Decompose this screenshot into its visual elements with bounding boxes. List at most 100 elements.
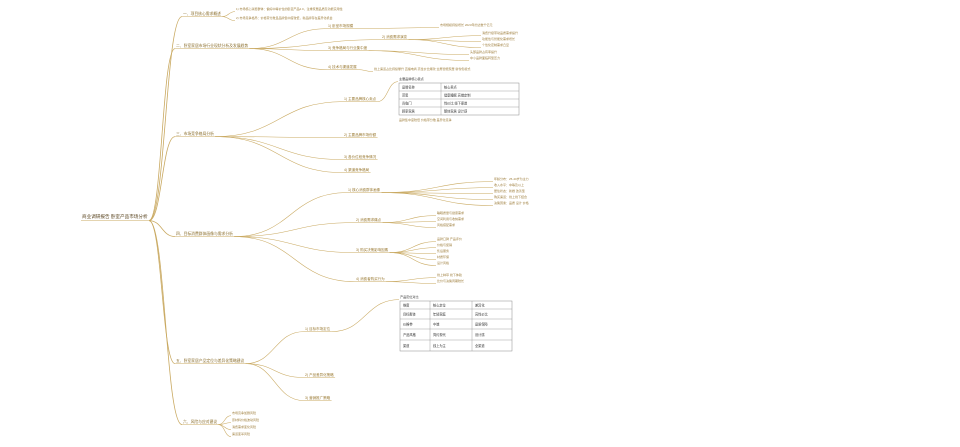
section-4-sub-2[interactable]: 2) 消费需求痛点 xyxy=(356,217,382,222)
connector-line xyxy=(245,363,305,378)
section-2-sub-1[interactable]: 1) 卧室市场规模 xyxy=(328,23,354,28)
section-4-sub-4[interactable]: 4) 消费者购买行为 xyxy=(356,276,385,281)
section-2-sub-2-leaf-1: 消费升级带动品质需求提升 xyxy=(482,30,518,35)
section-2-sub-4-leaf-1: 线上渠道占比持续攀升 直播电商 高性价比爆款 全屋智能家居 新零售模式 xyxy=(374,66,470,71)
section-3-sub-2[interactable]: 2) 主要品牌市场份额 xyxy=(344,132,377,137)
connector-line xyxy=(234,222,356,237)
connector-layer xyxy=(81,11,494,437)
connector-line xyxy=(249,39,382,49)
section-4-sub-3-leaf: 品牌口碑 产品评价 xyxy=(437,236,462,241)
section-4-sub-1[interactable]: 1) 核心消费群体画像 xyxy=(348,187,381,192)
section-5-table: 产品定位对比 维度 核心定位 差异化 目标群体 年轻家庭 高性价比 价格带 中端… xyxy=(399,294,513,352)
connector-line xyxy=(386,281,437,284)
section-5-sub-3[interactable]: 3) 营销推广策略 xyxy=(305,395,331,400)
connector-line xyxy=(215,136,344,138)
connector-line xyxy=(148,220,176,237)
section-5-sub-1[interactable]: 1) 目标市场定位 xyxy=(305,326,331,331)
connector-line xyxy=(249,28,328,49)
connector-line xyxy=(377,81,399,102)
connector-line xyxy=(215,101,344,137)
section-3-table-cell: 喜临门 xyxy=(402,101,412,106)
section-5-table-header-1: 维度 xyxy=(403,303,410,308)
section-2-sub-2[interactable]: 2) 消费需求演变 xyxy=(382,34,408,39)
section-5-table-cell: 简约现代 xyxy=(433,332,447,337)
connector-line xyxy=(389,241,437,253)
section-6-leaf-4: 渠道变革风险 xyxy=(232,431,250,436)
connector-line xyxy=(222,16,236,21)
section-3-sub-1[interactable]: 1) 主要品牌核心卖点 xyxy=(344,96,377,101)
section-3-table-cell: 整体家居 设计感 xyxy=(444,109,468,114)
section-5-sub-2[interactable]: 2) 产品差异化策略 xyxy=(305,372,334,377)
connector-line xyxy=(218,424,232,437)
section-5-table-cell: 品质保障 xyxy=(475,322,489,327)
section-4-label[interactable]: 四、目标消费群体画像与需求分析 xyxy=(176,231,233,236)
section-6-leaf-1: 市场竞争加剧风险 xyxy=(232,410,256,415)
section-5-table-cell: 设计感 xyxy=(475,332,485,337)
section-4-sub-4-leaf: 线上种草 线下体验 xyxy=(437,272,462,277)
connector-line xyxy=(368,50,470,61)
section-4-sub-1-leaf: 购买渠道：线上线下结合 xyxy=(494,194,527,199)
section-3-table-footer: 品牌集中度较低 价格带分散 差异化竞争 xyxy=(399,117,452,122)
section-5-table-cell: 渠道 xyxy=(403,343,410,348)
section-3-table-title: 主要品牌核心卖点 xyxy=(399,76,424,81)
section-4-sub-2-leaf: 空间利用与收纳需求 xyxy=(437,216,464,221)
section-2-sub-3[interactable]: 3) 竞争格局与行业集中度 xyxy=(328,45,368,50)
connector-line xyxy=(381,192,494,206)
connector-line xyxy=(148,48,176,221)
section-4-sub-1-leaf: 年龄分布：25-40岁为主力 xyxy=(494,176,529,181)
section-3-table-cell: 性价比 线下渠道 xyxy=(444,101,468,106)
section-5-table-header-3: 差异化 xyxy=(475,303,485,308)
connector-line xyxy=(234,192,348,237)
section-3-label[interactable]: 三、市场竞争格局分析 xyxy=(176,131,214,136)
connector-line xyxy=(218,415,232,425)
section-6-leaf-3: 消费需求变化风险 xyxy=(232,424,256,429)
connector-line xyxy=(215,136,344,173)
connector-line xyxy=(354,27,440,29)
section-3-table-header-1: 品牌名称 xyxy=(402,85,416,90)
connector-line xyxy=(389,247,437,253)
connector-line xyxy=(245,331,305,364)
section-4-sub-2-leaf: 风格搭配需求 xyxy=(437,222,455,227)
section-1-leaf-1: 1) 市场核心消费群体：偏好中等价位的卧室产品2.0，注重家居品质及功能实用性 xyxy=(236,6,343,11)
section-3-sub-3[interactable]: 3) 各价位段竞争情况 xyxy=(344,154,377,159)
section-2-label[interactable]: 二、卧室家居市场行业现状分析及发展趋势 xyxy=(176,43,248,48)
section-3-table-cell: 慕思 xyxy=(402,93,409,98)
section-3-sub-4[interactable]: 4) 渠道竞争格局 xyxy=(344,167,370,172)
section-3-table-cell: 顾家家居 xyxy=(402,109,415,114)
root-node[interactable]: 商业调研报告 卧室产品市场分析 xyxy=(82,213,148,220)
section-2-sub-2-leaf-2: 功能性与智能化需求增长 xyxy=(482,36,515,41)
section-5-table-cell: 产品风格 xyxy=(403,332,417,337)
connector-line xyxy=(358,69,374,72)
section-1-leaf-2: 2) 市场竞争格局：价格带分散且品牌集中度较低，新品牌存在差异化机会 xyxy=(236,15,333,20)
connector-line xyxy=(234,236,356,253)
section-6-leaf-2: 原材料价格波动风险 xyxy=(232,417,259,422)
section-4-sub-3[interactable]: 3) 购买决策影响因素 xyxy=(356,247,389,252)
section-2-sub-4[interactable]: 4) 技术与渠道发展 xyxy=(328,64,357,69)
connector-line xyxy=(148,136,176,221)
connector-line xyxy=(148,220,183,425)
section-5-label[interactable]: 五、卧室家居产品定位与差异化策略建议 xyxy=(176,358,245,363)
connector-line xyxy=(382,222,437,228)
connector-line xyxy=(331,299,400,332)
connector-line xyxy=(381,187,494,193)
section-1-label[interactable]: 一、项目核心需求概述 xyxy=(183,11,221,16)
section-6-label[interactable]: 六、风险与应对建议 xyxy=(183,419,217,424)
section-4-sub-1-leaf: 收入水平：中等及以上 xyxy=(494,182,524,187)
section-5-table-cell: 年轻家庭 xyxy=(433,312,447,317)
connector-line xyxy=(386,277,437,282)
section-2-sub-1-leaf-1: 市场规模持续增长 2023年约达数千亿元 xyxy=(440,22,493,27)
connector-line xyxy=(389,252,437,266)
connector-line xyxy=(408,39,482,48)
connector-line xyxy=(381,181,494,193)
section-4-sub-3-leaf: 设计风格 xyxy=(437,260,449,265)
section-5-table-cell: 中端 xyxy=(433,322,440,327)
connector-line xyxy=(148,220,176,364)
section-2-sub-2-leaf-3: 个性化定制需求凸显 xyxy=(482,42,509,47)
section-3-table-cell: 健康睡眠 高端定制 xyxy=(444,93,470,98)
section-5-table-cell: 目标群体 xyxy=(403,312,417,317)
section-4-sub-2-leaf: 睡眠质量与健康需求 xyxy=(437,210,464,215)
connector-line xyxy=(245,363,305,401)
connector-line xyxy=(249,48,328,51)
connector-line xyxy=(218,422,232,425)
